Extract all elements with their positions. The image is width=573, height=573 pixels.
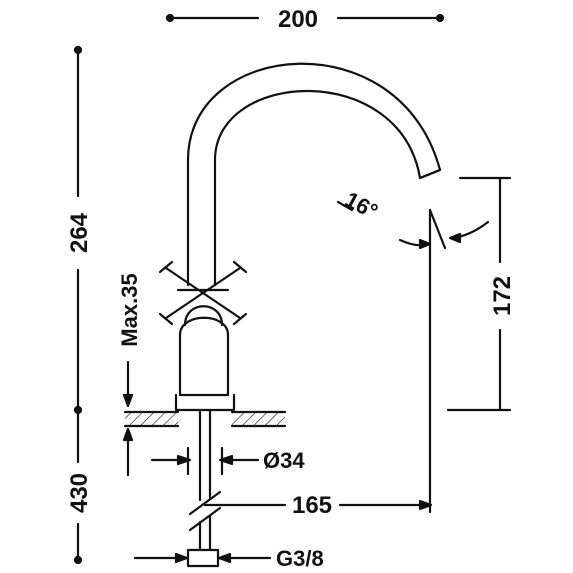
- max-dimension-line: [122, 360, 134, 477]
- spout-height-label: 172: [489, 276, 516, 316]
- tail-pipe: [188, 408, 222, 552]
- diameter-label: Ø34: [263, 448, 305, 473]
- width-label: 200: [278, 6, 318, 33]
- spout-height-dimension-line: [446, 176, 512, 412]
- below-dimension-line: [73, 408, 83, 565]
- diameter-dimension-line: [150, 446, 260, 476]
- reach-label: 165: [292, 492, 332, 519]
- angle-label: 16°: [341, 187, 382, 225]
- thread-dimension-line: [133, 552, 272, 564]
- faucet-spout: [186, 62, 442, 287]
- max-label: Max.35: [117, 273, 142, 346]
- faucet-body: [174, 288, 236, 412]
- width-dimension-line: [165, 13, 445, 23]
- height-dimension-line: [73, 45, 83, 415]
- below-label: 430: [66, 473, 93, 513]
- thread-label: G3/8: [276, 546, 324, 571]
- cross-handle: [158, 260, 248, 326]
- height-label: 264: [66, 212, 93, 253]
- angle-indicator: [336, 200, 490, 250]
- reach-dimension-line: [203, 208, 433, 514]
- thread-connector: [186, 548, 220, 568]
